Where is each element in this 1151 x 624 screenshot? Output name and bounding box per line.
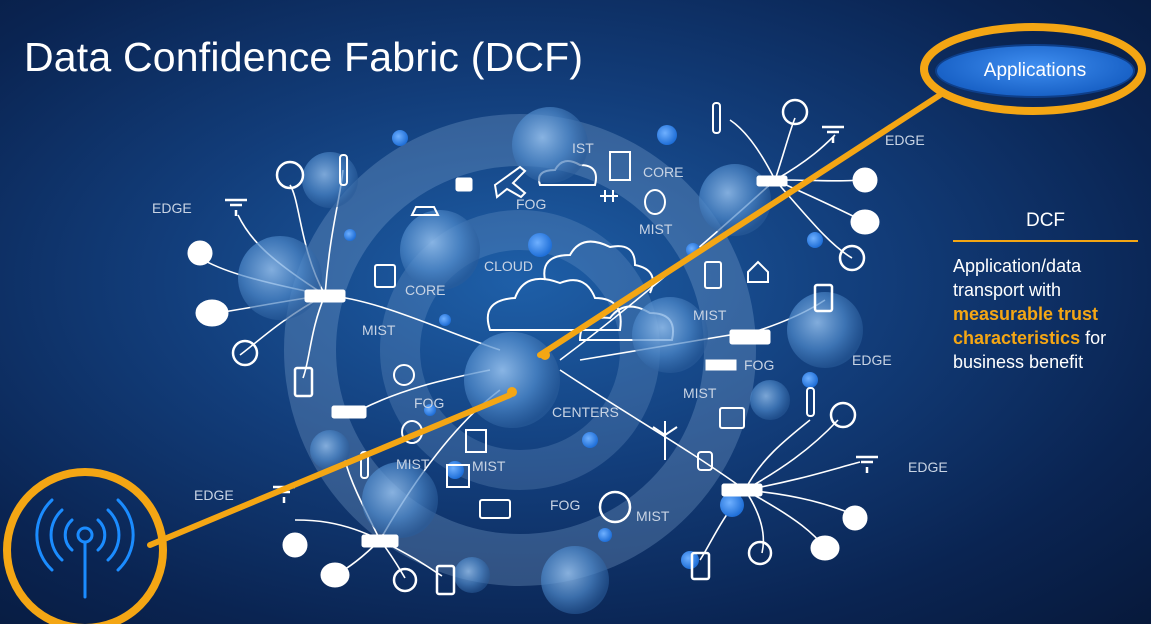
gauge-icon [275,160,305,190]
database-icon [644,189,666,215]
chart-screen-icon [719,407,745,429]
gpu-card-icon [479,499,511,519]
label-mist-right: MIST [693,307,727,323]
label-centers: CENTERS [552,404,619,420]
label-edge-right: EDGE [852,352,892,368]
slide-title: Data Confidence Fabric (DCF) [24,34,584,80]
meter-icon [320,562,350,588]
gauge-icon [781,98,809,126]
label-mist-bottom-right: MIST [636,508,670,524]
lock-icon [455,177,473,192]
dcf-line2: for business benefit [953,328,1107,372]
gauge-icon [747,540,773,566]
label-edge-top-left: EDGE [152,200,192,216]
gauge-icon [231,339,259,367]
vinyl-icon [393,364,415,386]
dcf-body: Application/data transport with measurab… [953,254,1138,374]
speaker-icon [690,551,711,581]
edge-sensor-icon [856,455,878,473]
keyboard-icon [705,359,737,371]
watch-icon [697,451,713,471]
trust-path [3,23,1146,624]
label-mist-bottom: MIST [472,458,506,474]
edge-sensor-icon [225,198,247,216]
server-rack-icon [446,464,470,488]
meter-icon [850,209,880,235]
dcf-highlight: measurable trust characteristics [953,304,1099,348]
antenna-icon [35,498,135,599]
wind-turbine-icon [652,421,678,460]
applications-highlight-ring [920,23,1146,115]
meter-icon [810,535,840,561]
label-edge-top-right: EDGE [885,132,925,148]
label-fog-left: FOG [414,395,445,411]
edge-sensor-icon [822,125,844,143]
router-icon [304,289,346,303]
fan-icon [852,167,878,193]
speaker-icon [813,283,834,313]
source-sensor-ring [3,468,167,624]
ambient-dots [344,125,823,569]
label-mist-left: MIST [362,322,396,338]
label-fog-right: FOG [744,357,775,373]
home-icon [747,260,769,283]
applications-button[interactable]: Applications [935,44,1135,98]
label-edge-bottom-right: EDGE [908,459,948,475]
gauge-icon [392,567,418,593]
label-core-left: CORE [405,282,446,298]
label-core: CORE [643,164,684,180]
thermometer-icon [360,451,369,479]
router-icon [729,329,771,345]
label-cloud: CLOUD [484,258,534,274]
label-mist-center-right: MIST [683,385,717,401]
plug-icon [600,190,618,202]
fan-icon [282,532,308,558]
dcf-heading: DCF [953,210,1138,242]
gauge-icon [598,490,632,524]
router-icon [756,175,788,187]
device-icons [187,98,880,596]
building-icon [609,151,631,181]
router-icon [331,405,367,419]
label-mist-top-left: IST [572,140,594,156]
label-fog-bottom: FOG [550,497,581,513]
dcf-description-panel: DCF Application/data transport with meas… [953,210,1138,374]
tablet-icon [704,261,722,289]
label-fog-top: FOG [516,196,547,212]
label-mist-bottom-left: MIST [396,456,430,472]
car-icon [410,206,440,216]
label-mist-top: MIST [639,221,673,237]
gauge-icon [838,244,866,272]
card-reader-icon [374,264,396,288]
plane-icon [493,165,527,199]
fan-icon [842,505,868,531]
speaker-icon [293,366,314,398]
router-icon [721,483,763,497]
server-rack-icon [465,429,487,453]
thermometer-icon [806,387,815,417]
router-icon [361,534,399,548]
fan-icon [187,240,213,266]
thermometer-icon [339,154,348,186]
dcf-line1: Application/data transport with [953,256,1082,300]
meter-icon [195,299,229,327]
label-edge-bottom-left: EDGE [194,487,234,503]
gauge-icon [829,401,857,429]
speaker-icon [435,564,456,596]
thermometer-icon [712,102,721,134]
